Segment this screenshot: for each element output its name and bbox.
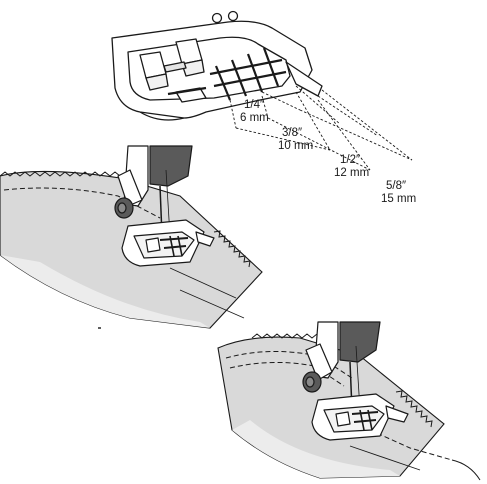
needle-and-foot-left (114, 145, 215, 267)
pinked-edge (0, 171, 121, 177)
thread-tail (451, 459, 481, 481)
needle-and-foot-right (302, 321, 409, 441)
label-1-4-inch: 1/4″ (244, 99, 264, 111)
presser-foot-top-view (111, 10, 323, 121)
seam-guide-grid (167, 47, 287, 101)
label-5-8-inch: 5/8″ (386, 180, 406, 192)
label-3-8-inch: 3/8″ (282, 127, 302, 139)
measurement-labels: 1/4″ 6 mm 3/8″ 10 mm 1/2″ 12 mm 5/8″ 15 … (240, 99, 416, 205)
label-6-mm: 6 mm (240, 112, 269, 124)
guide-projection-lines (229, 85, 413, 171)
label-12-mm: 12 mm (334, 167, 369, 179)
label-15-mm: 15 mm (381, 193, 416, 205)
label-1-2-inch: 1/2″ (340, 154, 360, 166)
label-10-mm: 10 mm (278, 140, 313, 152)
